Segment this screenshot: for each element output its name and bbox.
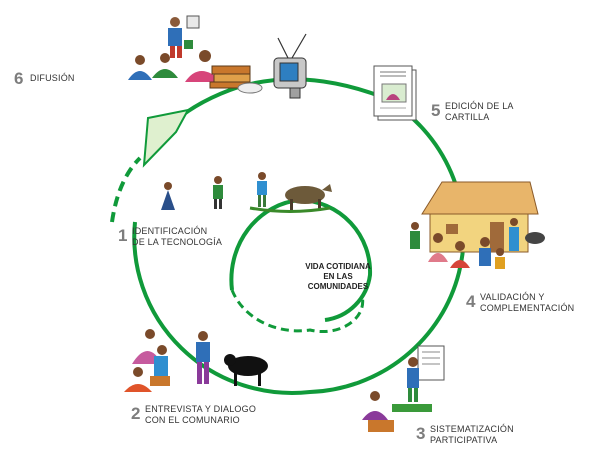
step-5-label: 5 EDICIÓN DE LA CARTILLA <box>431 101 514 123</box>
center-label-line-2: EN LAS <box>323 272 353 281</box>
step-number: 1 <box>118 226 128 245</box>
step-title-line-1: SISTEMATIZACIÓN <box>430 424 514 434</box>
step-title-line-2: DE LA TECNOLOGÍA <box>132 237 223 247</box>
step-1-illustration <box>161 172 332 213</box>
step-1-label: 1 IDENTIFICACIÓN DE LA TECNOLOGÍA <box>118 226 222 248</box>
step-6-label: 6 DIFUSIÓN <box>14 69 75 88</box>
step-title-line-2: COMPLEMENTACIÓN <box>480 303 575 313</box>
step-title-line-2: PARTICIPATIVA <box>430 435 498 445</box>
step-title-line-1: EDICIÓN DE LA <box>445 101 514 111</box>
booklet-icon <box>373 65 417 121</box>
step-title-line-2: CON EL COMUNARIO <box>145 415 240 425</box>
outer-spiral-dashed-segment <box>110 156 142 223</box>
center-label: VIDA COTIDIANA EN LAS COMUNIDADES <box>282 262 394 292</box>
house-icon <box>410 181 545 269</box>
center-label-line-3: COMUNIDADES <box>307 282 369 291</box>
center-label-line-1: VIDA COTIDIANA <box>305 262 371 271</box>
step-number: 4 <box>466 292 476 311</box>
step-3-label: 3 SISTEMATIZACIÓN PARTICIPATIVA <box>416 424 514 446</box>
step-title-line-1: ENTREVISTA Y DIALOGO <box>145 404 257 414</box>
step-number: 5 <box>431 101 441 120</box>
step-3-illustration <box>362 345 445 432</box>
spiral-arrowhead <box>142 108 190 168</box>
inner-spiral-dashed-segment <box>230 289 365 333</box>
step-number: 2 <box>131 404 141 423</box>
step-title-line-1: IDENTIFICACIÓN <box>132 226 208 236</box>
television-icon <box>237 33 307 99</box>
step-title: DIFUSIÓN <box>30 73 75 83</box>
step-6-illustration <box>128 15 251 89</box>
step-2-illustration <box>124 329 268 392</box>
step-4-label: 4 VALIDACIÓN Y COMPLEMENTACIÓN <box>466 292 574 314</box>
inner-spiral-arc <box>229 197 373 322</box>
step-number: 3 <box>416 424 426 443</box>
step-title-line-1: VALIDACIÓN Y <box>480 292 545 302</box>
outer-spiral-arc <box>132 96 466 395</box>
step-2-label: 2 ENTREVISTA Y DIALOGO CON EL COMUNARIO <box>131 404 256 426</box>
step-title-line-2: CARTILLA <box>445 112 490 122</box>
step-number: 6 <box>14 69 24 88</box>
